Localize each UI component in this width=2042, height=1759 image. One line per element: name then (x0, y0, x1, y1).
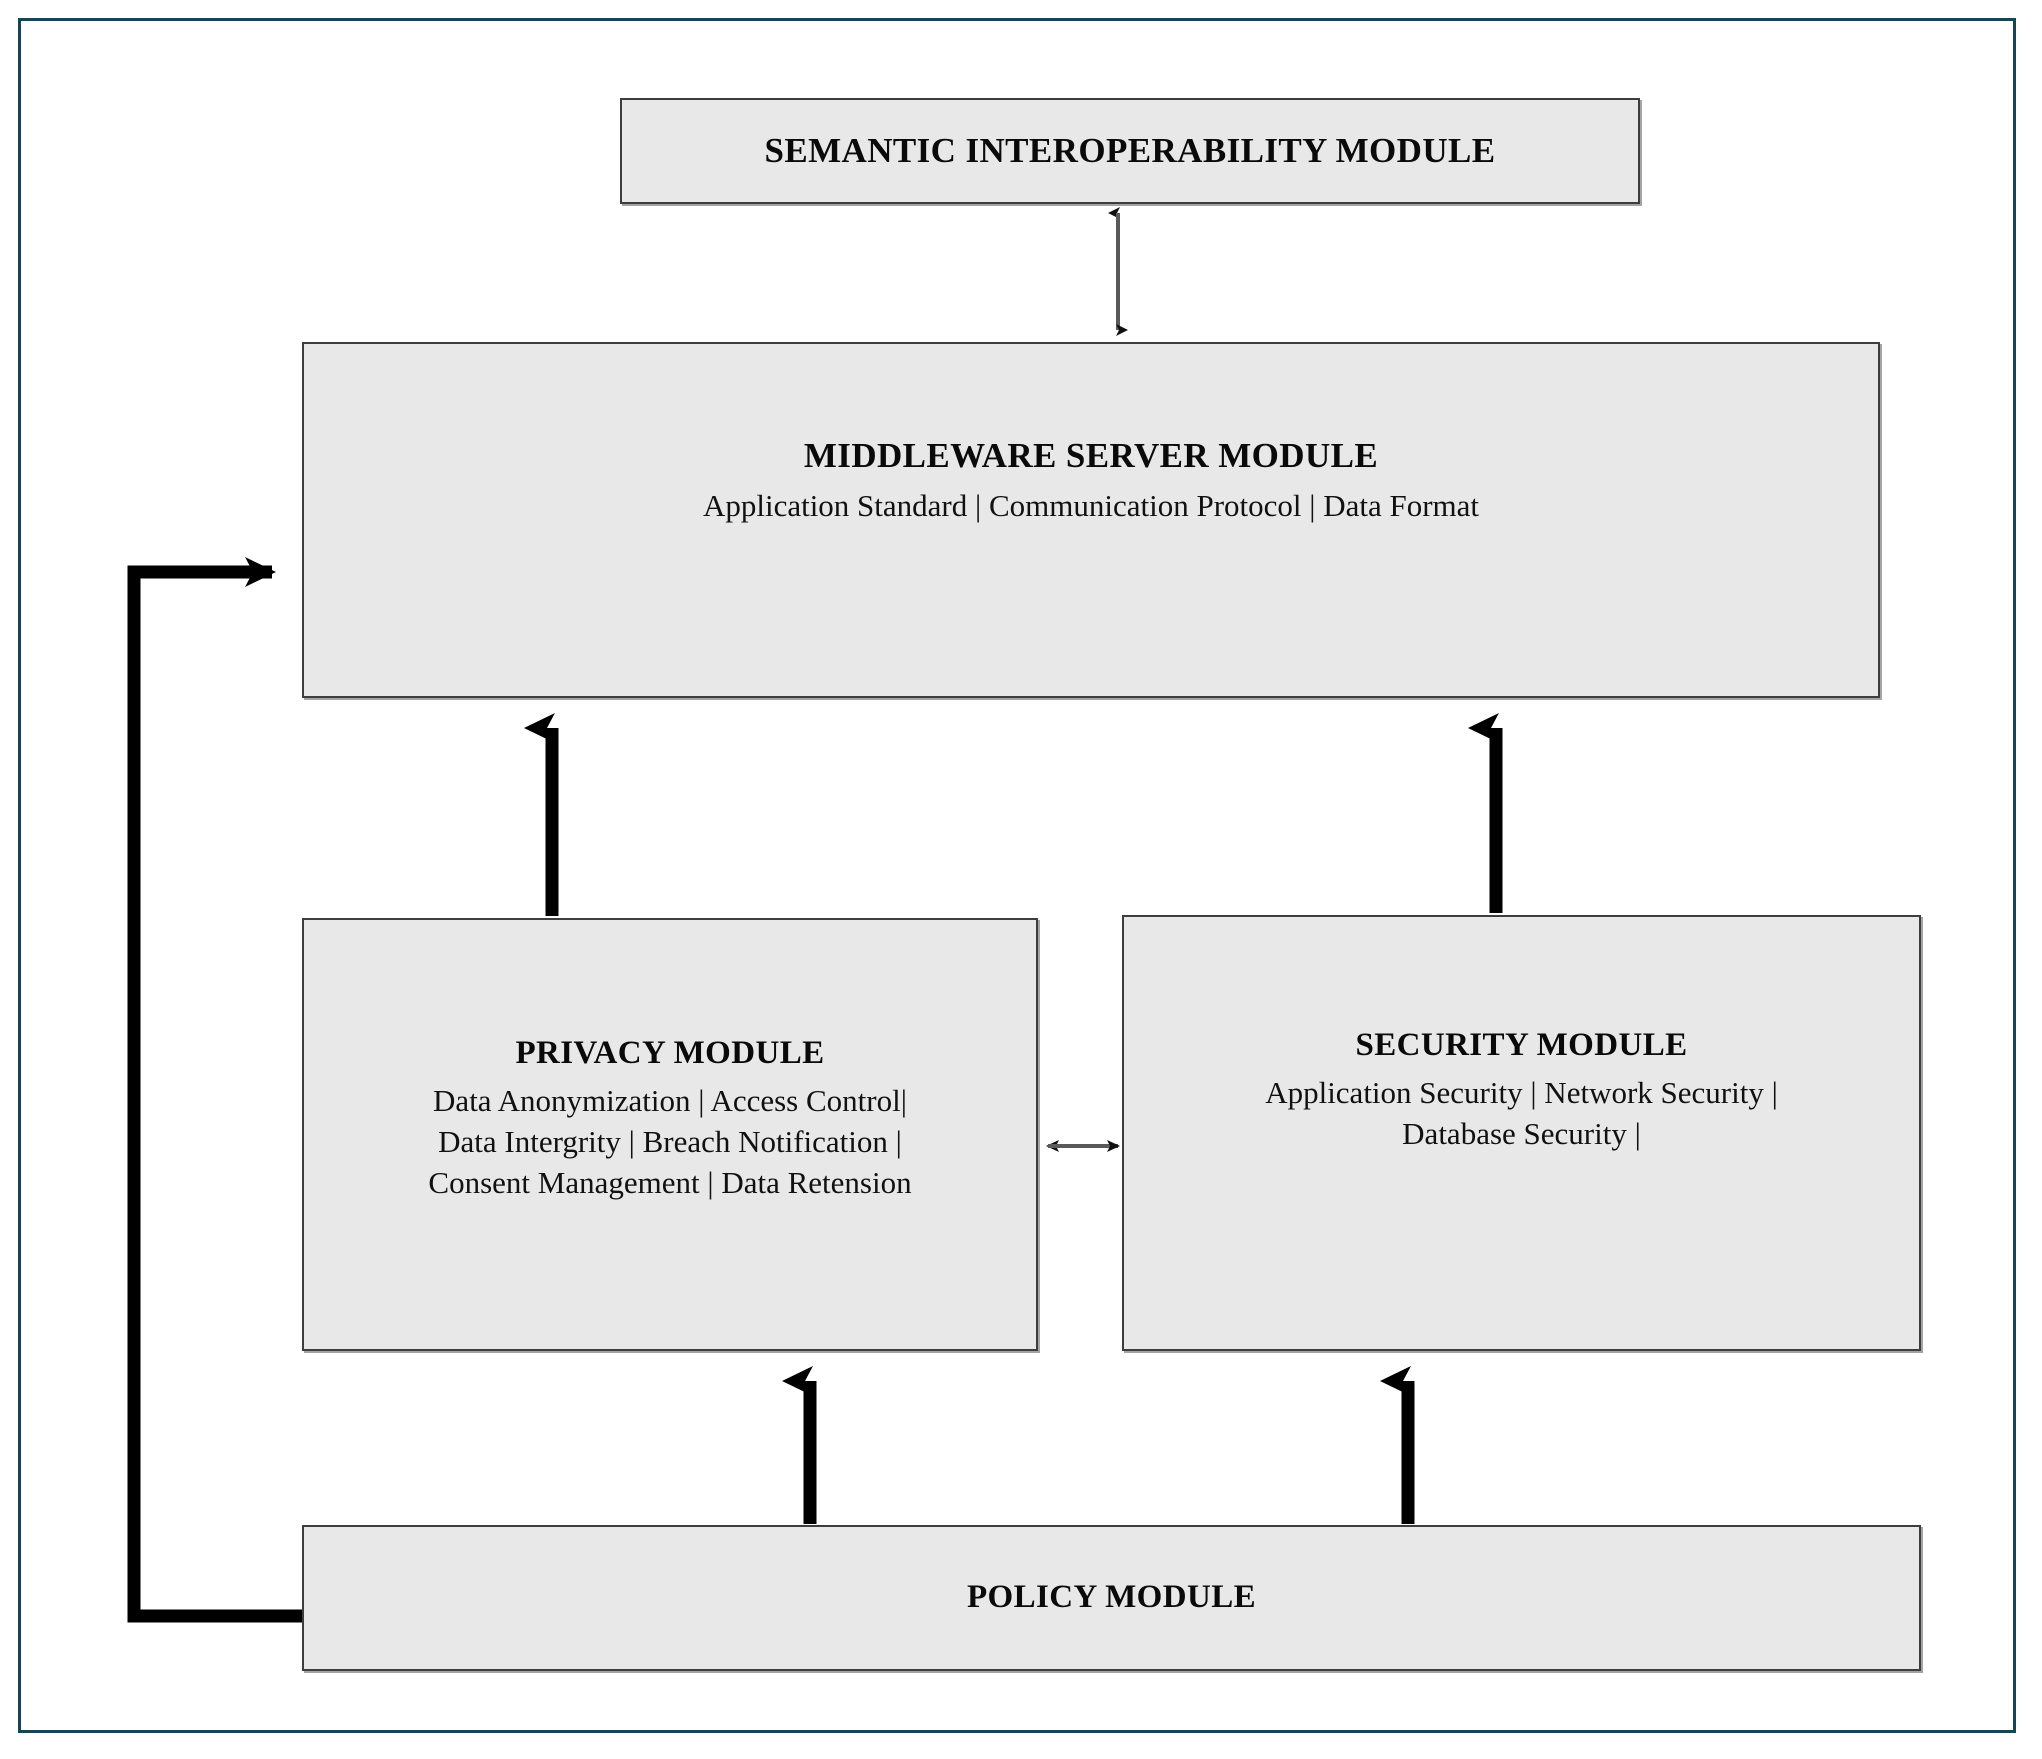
module-subtitle-middleware-server: Application Standard | Communication Pro… (702, 488, 1480, 524)
diagram-outer-frame (18, 18, 2016, 1733)
module-title-semantic-interoperability: SEMANTIC INTEROPERABILITY MODULE (764, 130, 1496, 170)
module-box-middleware-server[interactable]: MIDDLEWARE SERVER MODULE Application Sta… (302, 342, 1880, 698)
module-title-privacy: PRIVACY MODULE (515, 1035, 825, 1071)
module-box-privacy[interactable]: PRIVACY MODULE Data Anonymization | Acce… (302, 918, 1038, 1351)
module-box-security[interactable]: SECURITY MODULE Application Security | N… (1122, 915, 1921, 1351)
module-box-policy[interactable]: POLICY MODULE (302, 1525, 1921, 1671)
module-title-security: SECURITY MODULE (1355, 1027, 1688, 1063)
module-subtitle-privacy: Data Anonymization | Access Control| Dat… (428, 1082, 912, 1200)
module-subtitle-security: Application Security | Network Security … (1265, 1074, 1778, 1151)
module-box-semantic-interoperability[interactable]: SEMANTIC INTEROPERABILITY MODULE (620, 98, 1640, 204)
module-title-middleware-server: MIDDLEWARE SERVER MODULE (803, 436, 1379, 475)
module-title-policy: POLICY MODULE (966, 1579, 1257, 1616)
